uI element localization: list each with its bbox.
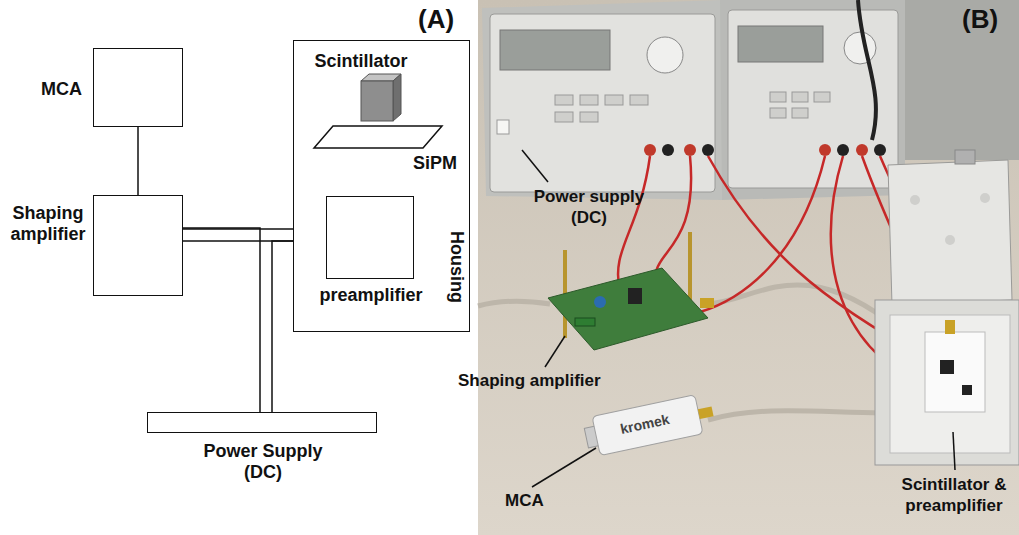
housing-box: [945, 235, 955, 245]
sipm-plate-label: SiPM: [413, 153, 457, 174]
power-supply-unit: [684, 144, 696, 156]
power-supply-unit: [482, 0, 722, 200]
photo-table: [478, 0, 1019, 535]
housing-box: [962, 385, 972, 395]
housing-box: Housing ScintillatorSiPM preamplifier: [293, 40, 470, 332]
power-supply-unit: [647, 37, 683, 73]
leader-line: [532, 448, 596, 487]
part-callout: Shaping amplifier: [458, 370, 601, 391]
power-supply-unit: [738, 26, 823, 62]
brand-mark: kromek: [619, 411, 671, 438]
leader-line: [545, 336, 565, 367]
housing-box: [925, 332, 985, 412]
power-supply-unit: [490, 14, 715, 192]
preamplifier-box-label: preamplifier: [319, 285, 422, 306]
power-supply-unit: [702, 144, 714, 156]
mca-device: [698, 406, 714, 419]
housing-box: [888, 160, 1012, 305]
power-supply-unit: [644, 144, 656, 156]
power-supply-unit: [844, 32, 876, 64]
photo-table: [478, 0, 1019, 535]
shaping-board: [594, 296, 606, 308]
probe-cable: [708, 285, 900, 330]
power-supply-unit: [792, 108, 808, 118]
power-supply-unit: [482, 0, 722, 200]
mca-device: [582, 392, 716, 458]
connector: [183, 228, 260, 412]
probe-cable: [858, 0, 876, 140]
connector-line: [183, 228, 260, 412]
scintillator-crystal-label: Scintillator: [314, 51, 407, 72]
scintillator-crystal: Scintillator: [301, 51, 421, 123]
red-wire: [700, 156, 825, 312]
housing-box: [940, 360, 954, 374]
shaping-board: [548, 232, 714, 350]
power-supply-bar: Power Supply (DC): [147, 412, 377, 433]
shaping-board: [700, 298, 714, 308]
amplifier-box-label: Shaping amplifier: [4, 203, 92, 245]
panel-letter: (A): [418, 4, 454, 34]
power-supply-unit: [720, 0, 905, 200]
power-supply-unit: [814, 92, 830, 102]
housing-box-label: Housing: [446, 231, 467, 303]
power-supply-unit: [497, 120, 509, 134]
leader-line: [522, 150, 548, 182]
sipm-outline: [314, 126, 442, 148]
part-callout: MCA: [505, 490, 544, 511]
sipm-board: [313, 125, 443, 149]
shaping-board: [628, 288, 642, 304]
mca-device: [592, 395, 703, 456]
power-supply-unit: [856, 144, 868, 156]
power-supply-unit: [555, 95, 573, 105]
mca-box: MCA: [93, 48, 183, 127]
part-callout: Scintillator & preamplifier: [893, 474, 1015, 516]
power-supply-unit: [720, 0, 905, 200]
photo-table: [905, 0, 1019, 160]
housing-box: [875, 300, 1019, 465]
power-supply-unit: [819, 144, 831, 156]
power-supply-unit: [555, 112, 573, 122]
power-supply-unit: [770, 108, 786, 118]
power-supply-unit: [580, 112, 598, 122]
housing-box: [945, 320, 955, 334]
mca-box-label: MCA: [41, 79, 82, 100]
leader-line: [953, 432, 955, 470]
amplifier-box: Shaping amplifier: [93, 195, 183, 296]
power-supply-unit: [580, 95, 598, 105]
probe-cable: [478, 0, 930, 420]
shaping-board: [575, 318, 595, 326]
leader-line: [522, 150, 955, 487]
probe-cable: [478, 301, 550, 306]
housing-box: [980, 193, 990, 203]
power-supply-bar-label: Power Supply (DC): [198, 441, 328, 483]
connector-line: [137, 127, 139, 195]
power-supply-unit: [500, 30, 610, 70]
power-supply-unit: [662, 144, 674, 156]
housing-box: [875, 150, 1019, 465]
power-supply-unit: [728, 10, 898, 188]
sipm-plate: SiPM: [313, 125, 443, 149]
power-supply-unit: [837, 144, 849, 156]
cube-front: [361, 81, 393, 121]
preamplifier-box: preamplifier: [326, 196, 414, 279]
red-wire: [618, 156, 650, 290]
housing-box: [955, 150, 975, 164]
shaping-board: [548, 268, 708, 350]
power-supply-unit: [770, 92, 786, 102]
connector: [138, 127, 139, 195]
housing-box: [910, 195, 920, 205]
power-supply-unit: [792, 92, 808, 102]
cube-side: [393, 74, 401, 121]
part-callout: Power supply (DC): [528, 186, 650, 228]
housing-box: [890, 315, 1010, 453]
power-supply-unit: [630, 95, 648, 105]
panel-letter: (B): [962, 4, 998, 34]
power-supply-unit: [874, 144, 886, 156]
power-supply-unit: [605, 95, 623, 105]
